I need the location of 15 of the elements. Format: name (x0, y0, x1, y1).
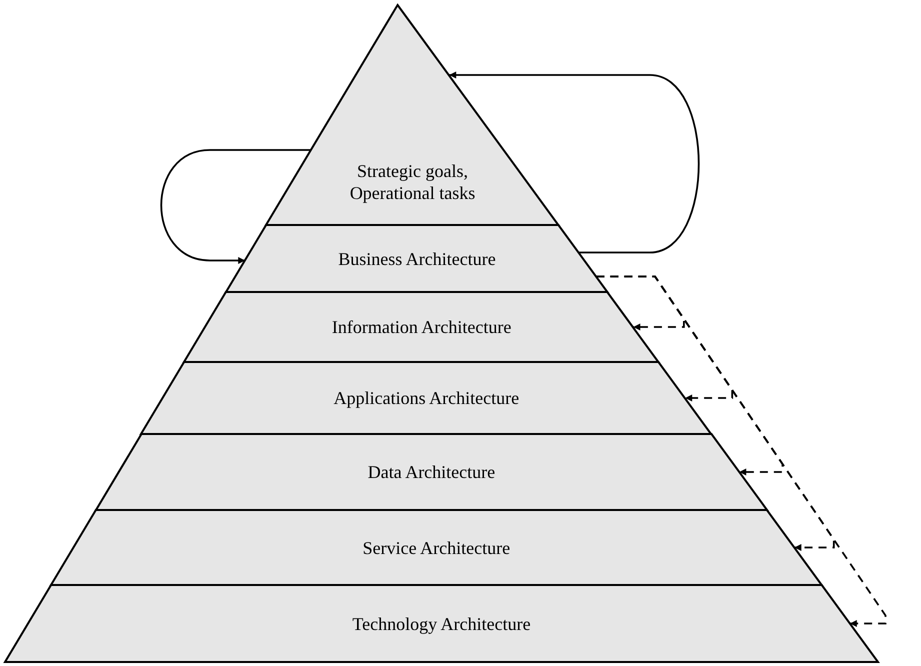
layer-label: Technology Architecture (352, 612, 531, 634)
layer-label: Strategic goals, Operational tasks (348, 160, 476, 204)
layer-label: Business Architecture (338, 248, 496, 270)
layer-label: Service Architecture (362, 536, 510, 558)
layer-label: Data Architecture (368, 461, 496, 483)
pyramid-layer (141, 362, 712, 434)
arrow (449, 72, 700, 254)
pyramid-layer (226, 225, 608, 292)
pyramid-layer (5, 585, 878, 662)
pyramid-layer (184, 292, 659, 362)
pyramid-layer (51, 510, 822, 585)
pyramid-layer (96, 434, 767, 510)
layer-label: Applications Architecture (334, 387, 520, 409)
arrow (160, 149, 312, 264)
layer-label: Information Architecture (332, 316, 512, 338)
